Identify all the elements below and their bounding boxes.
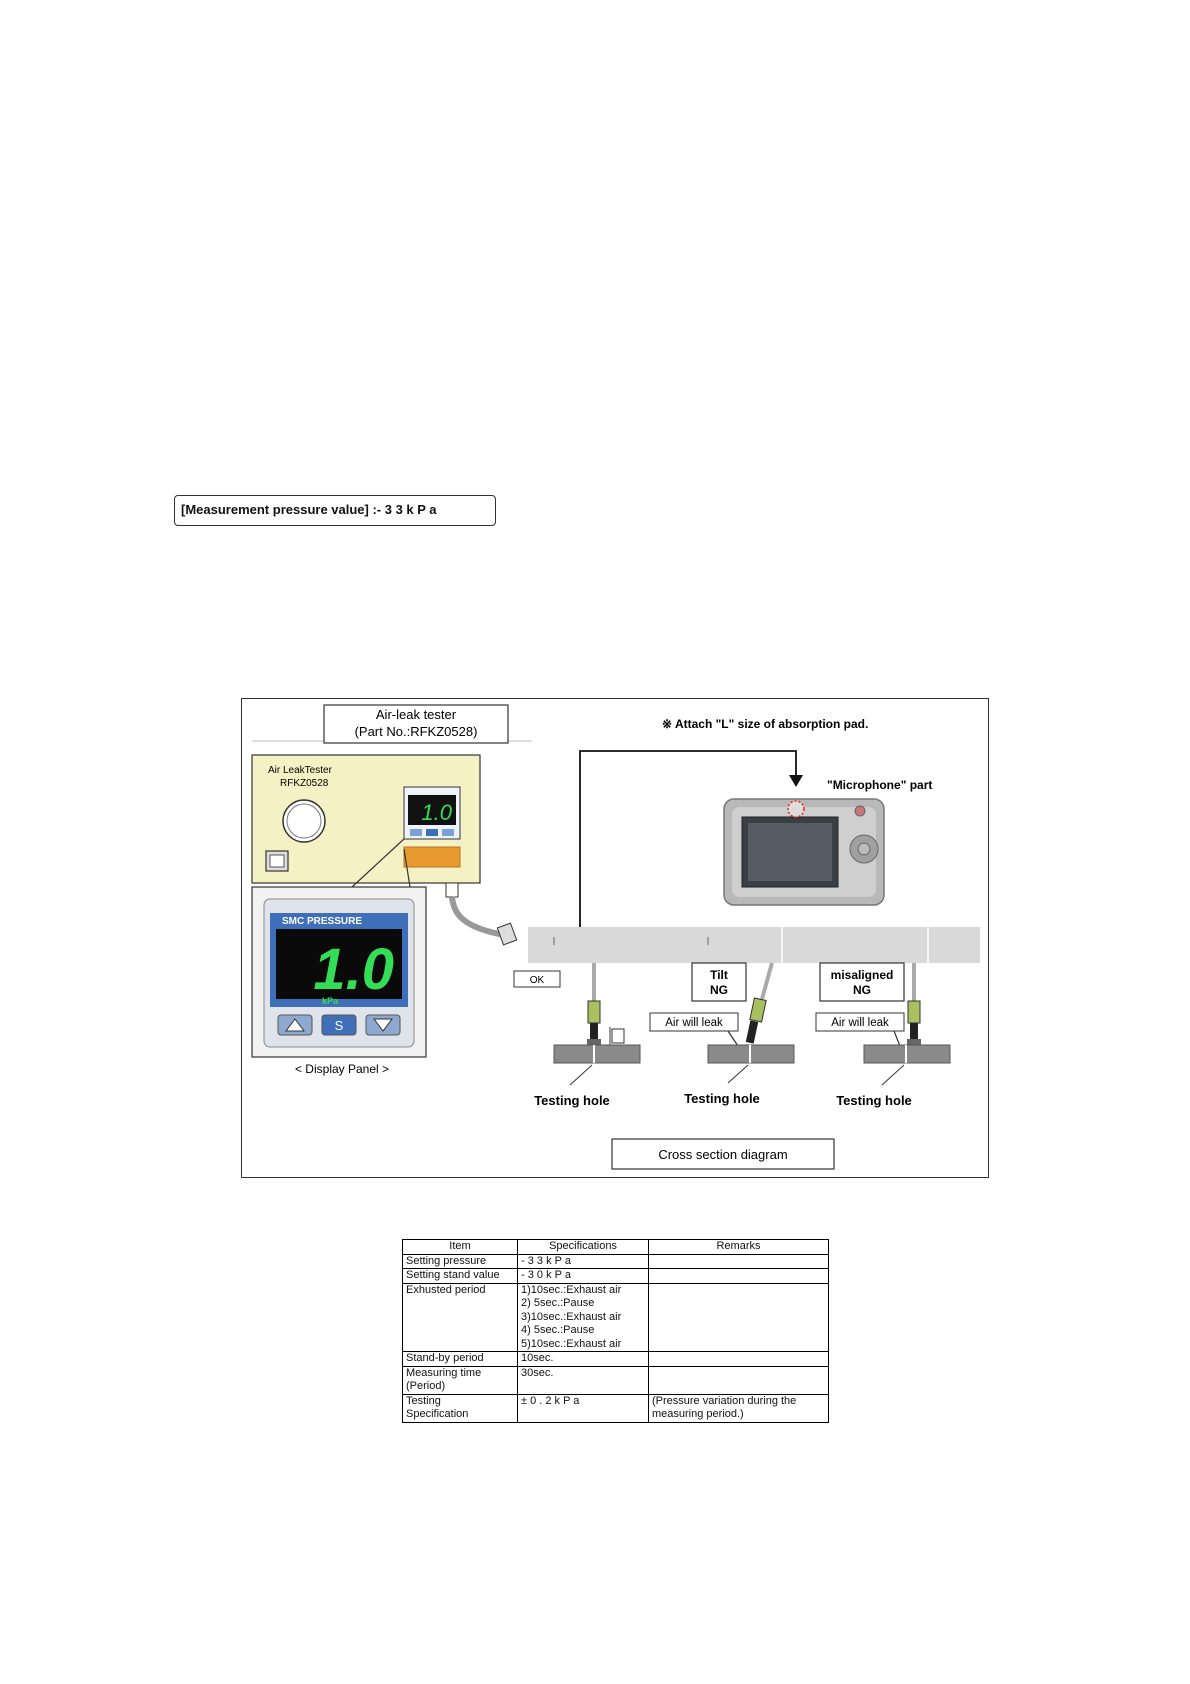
misaligned-ng-box (819, 962, 905, 1002)
table-header-row: Item Specifications Remarks (402, 1239, 829, 1255)
air-leak-box-1 (649, 1012, 739, 1032)
probe-misaligned (907, 963, 921, 1045)
table-row: Exhusted period 1)10sec.:Exhaust air 2) … (402, 1282, 829, 1352)
air-leak-box-2 (815, 1012, 905, 1032)
cell-remark (648, 1282, 829, 1352)
attach-note: ※ Attach "L" size of absorption pad. (662, 717, 868, 731)
cell-remark (648, 1253, 829, 1269)
table-row: Measuring time (Period) 30sec. (402, 1365, 829, 1395)
cell-item: Stand-by period (402, 1351, 518, 1367)
header-item: Item (402, 1239, 518, 1255)
cell-item: Measuring time (Period) (402, 1365, 518, 1395)
cell-spec: - 3 3 k P a (517, 1253, 649, 1269)
tester-label-line2: RFKZ0528 (280, 778, 329, 789)
testing-hole-label-2: Testing hole (684, 1091, 760, 1106)
probe-tilt (745, 962, 774, 1044)
panel-brand: SMC PRESSURE (282, 916, 362, 927)
cell-remark (648, 1351, 829, 1367)
panel-unit: kPa (322, 996, 339, 1006)
table-row: Stand-by period 10sec. (402, 1351, 829, 1367)
cell-item: Setting pressure (402, 1253, 518, 1269)
figure-drawing: Air-leak tester (Part No.:RFKZ0528) Air … (251, 704, 980, 1170)
arrow-down-icon (789, 775, 803, 787)
cell-spec: 30sec. (517, 1365, 649, 1395)
panel-value: 1.0 (313, 937, 394, 1002)
tester-label-line1: Air LeakTester (268, 765, 333, 776)
panel-set-button (321, 1014, 357, 1036)
table-row: Setting stand value - 3 0 k P a (402, 1268, 829, 1284)
cross-section-caption: Cross section diagram (658, 1147, 787, 1162)
table-row: Testing Specification ± 0 . 2 k P a (Pre… (402, 1393, 829, 1423)
misaligned-ng-line2: NG (853, 983, 871, 997)
orange-plate (403, 846, 461, 868)
air-leak-label-1: Air will leak (665, 1017, 723, 1029)
tester-callout-box (323, 704, 509, 744)
microphone-marker (787, 800, 805, 818)
tester-knob (282, 799, 326, 843)
cell-spec: ± 0 . 2 k P a (517, 1393, 649, 1423)
probe-ok (587, 963, 625, 1048)
header-specifications: Specifications (517, 1239, 649, 1255)
microphone-label: "Microphone" part (827, 778, 932, 792)
pointer-line (579, 750, 797, 939)
tilt-ng-line1: Tilt (710, 968, 728, 982)
cross-section-caption-box (611, 1138, 835, 1170)
cell-spec: 1)10sec.:Exhaust air 2) 5sec.:Pause 3)10… (517, 1282, 649, 1352)
tester-callout-line2: (Part No.:RFKZ0528) (355, 724, 478, 739)
tilt-ng-line2: NG (710, 983, 728, 997)
measurement-pressure-box: [Measurement pressure value] :- 3 3 k P … (174, 495, 496, 526)
cell-remark (648, 1365, 829, 1395)
display-panel-caption: < Display Panel > (295, 1062, 389, 1076)
cell-item: Exhusted period (402, 1282, 518, 1352)
tilt-ng-box (691, 962, 747, 1002)
misaligned-ng-line1: misaligned (831, 968, 894, 982)
camera-image (723, 798, 885, 906)
testing-hole-label-3: Testing hole (836, 1093, 912, 1108)
tester-callout-line1: Air-leak tester (376, 707, 457, 722)
triangle-down-icon (373, 1018, 393, 1032)
spec-table: Item Specifications Remarks Setting pres… (402, 1239, 829, 1423)
cell-item: Testing Specification (402, 1393, 518, 1423)
air-leak-label-2: Air will leak (831, 1017, 889, 1029)
table-row: Setting pressure - 3 3 k P a (402, 1253, 829, 1269)
cell-remark: (Pressure variation during the measuring… (648, 1393, 829, 1423)
testing-block-1 (553, 1044, 641, 1064)
ok-label-box (513, 970, 561, 988)
small-display-value: 1.0 (421, 800, 452, 825)
panel-set-label: S (335, 1018, 344, 1033)
cell-spec: 10sec. (517, 1351, 649, 1367)
triangle-up-icon (285, 1018, 305, 1032)
cell-remark (648, 1268, 829, 1284)
air-leak-test-figure: Air-leak tester (Part No.:RFKZ0528) Air … (241, 698, 989, 1178)
cell-spec: - 3 0 k P a (517, 1268, 649, 1284)
rail-bar (528, 927, 980, 963)
testing-hole-label-1: Testing hole (534, 1093, 610, 1108)
ok-label: OK (530, 975, 545, 986)
header-remarks: Remarks (648, 1239, 829, 1255)
cell-item: Setting stand value (402, 1268, 518, 1284)
